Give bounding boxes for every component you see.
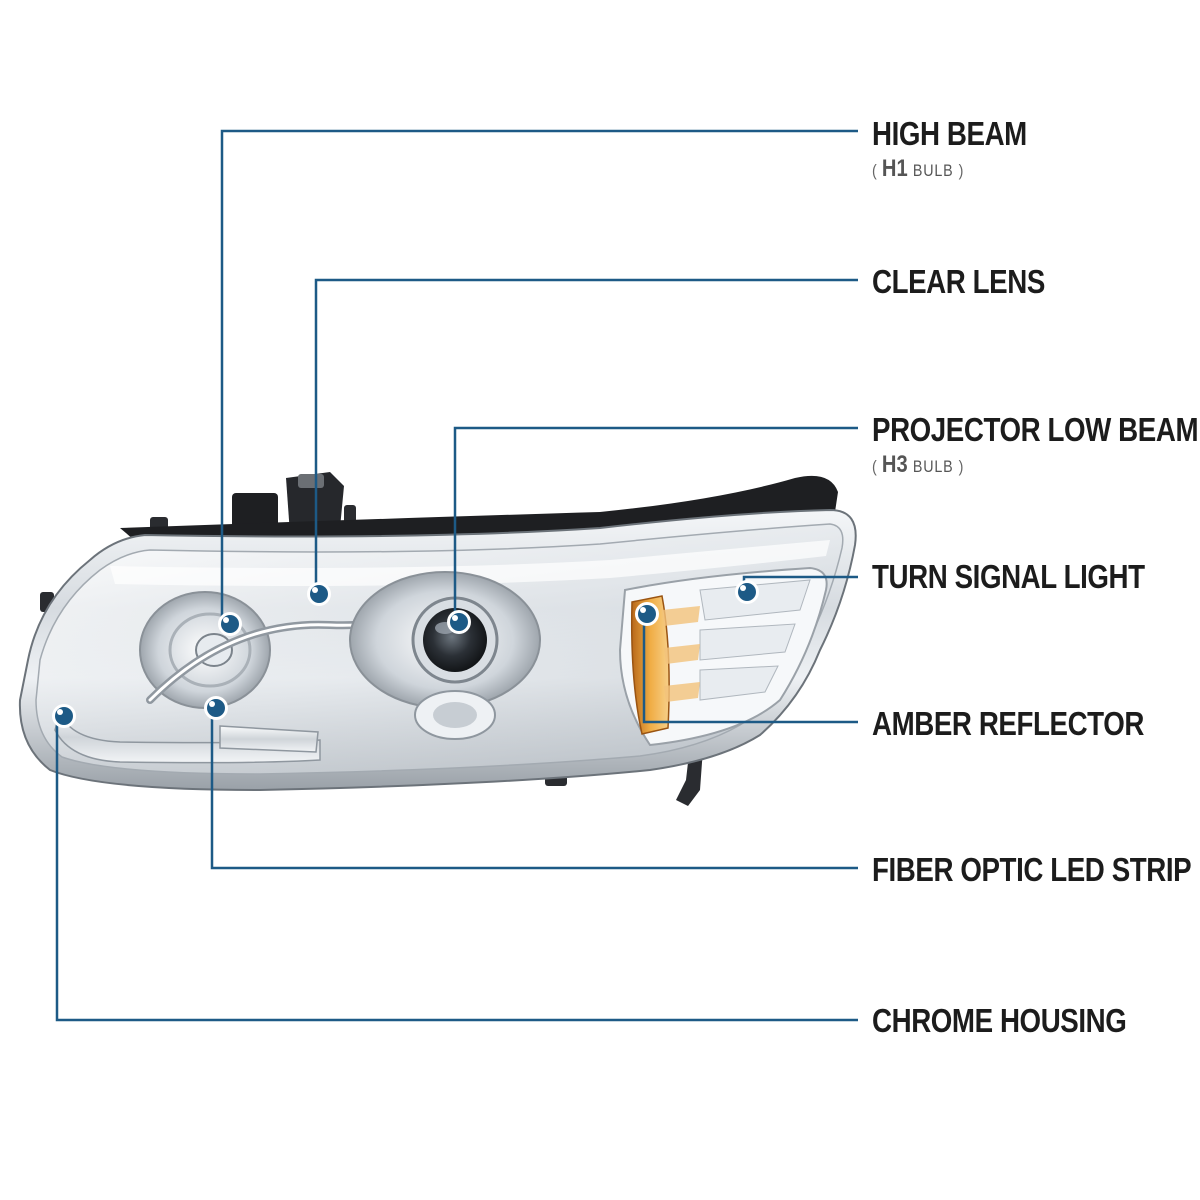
label-turn-signal-light: TURN SIGNAL LIGHT xyxy=(872,558,1145,595)
headlight-illustration xyxy=(18,472,857,806)
paren-open: ( xyxy=(872,457,877,476)
paren-close: ) xyxy=(958,457,964,476)
bulb-word: BULB xyxy=(912,457,954,476)
bulb-code: H3 xyxy=(881,451,908,478)
callout-dot-turn-signal xyxy=(735,580,759,604)
label-chrome-housing: CHROME HOUSING xyxy=(872,1002,1127,1039)
label-projector-low-beam: PROJECTOR LOW BEAM xyxy=(872,411,1199,448)
label-high-beam-bulb: ( H1 BULB ) xyxy=(872,156,963,184)
callout-dot-clear-lens xyxy=(307,582,331,606)
label-projector-low-beam-bulb: ( H3 BULB ) xyxy=(872,452,963,480)
callout-dot-projector-low-beam xyxy=(447,610,471,634)
callout-dot-fiber-optic xyxy=(204,696,228,720)
paren-open: ( xyxy=(872,161,877,180)
label-clear-lens: CLEAR LENS xyxy=(872,263,1045,300)
callout-dot-amber-reflector xyxy=(635,602,659,626)
label-amber-reflector: AMBER REFLECTOR xyxy=(872,705,1144,742)
bulb-code: H1 xyxy=(881,155,908,182)
callout-dots xyxy=(52,580,759,728)
label-high-beam: HIGH BEAM xyxy=(872,115,1027,152)
callout-dot-high-beam xyxy=(218,612,242,636)
callout-dot-chrome-housing xyxy=(52,704,76,728)
label-fiber-optic-led-strip: FIBER OPTIC LED STRIP xyxy=(872,851,1192,888)
paren-close: ) xyxy=(958,161,964,180)
lens-upper-band xyxy=(110,540,830,586)
bulb-word: BULB xyxy=(912,161,954,180)
